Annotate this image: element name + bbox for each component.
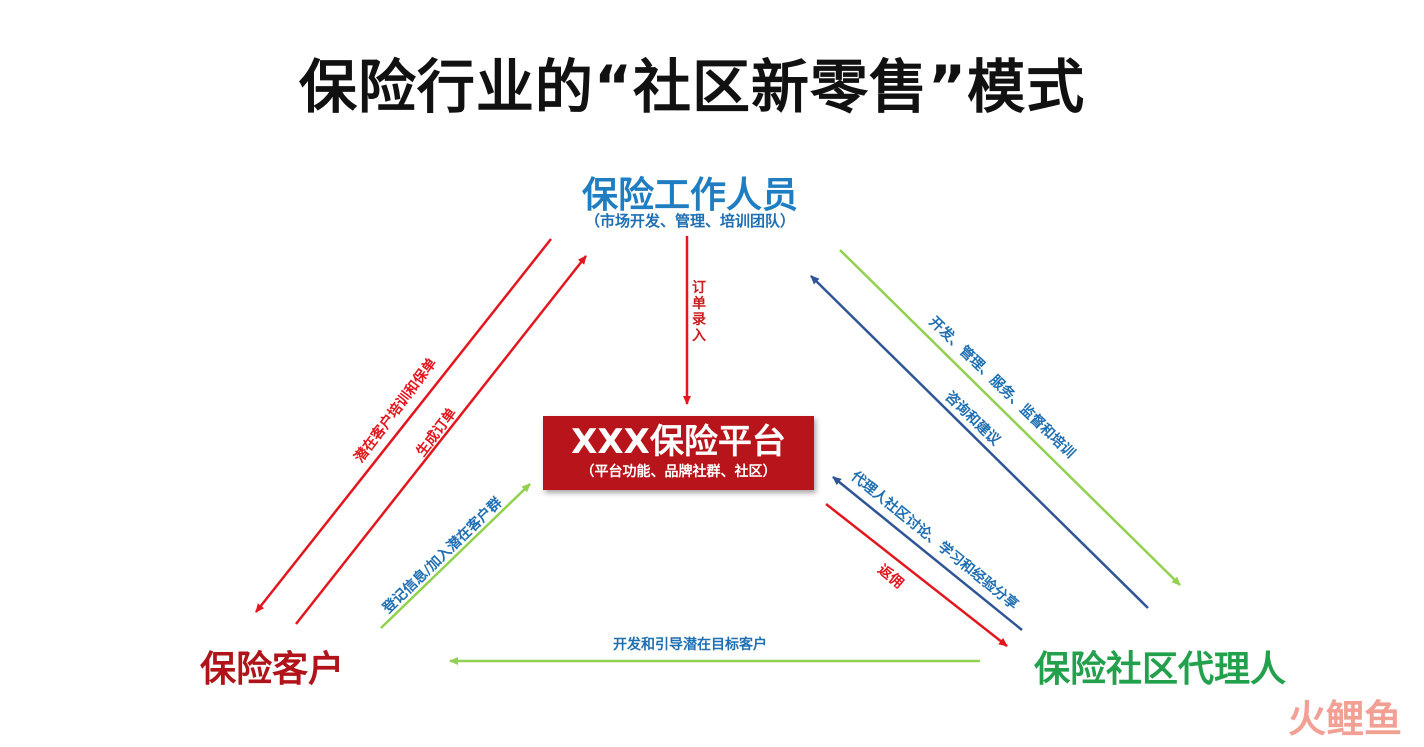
- arrow-customer-to-staff: [295, 255, 587, 625]
- node-platform-title: XXX保险平台: [571, 422, 786, 462]
- arrow-staff-to-agent: [839, 249, 1181, 586]
- node-platform-box: XXX保险平台 （平台功能、品牌社群、社区）: [543, 416, 814, 490]
- label-develop-guide: 开发和引导潜在目标客户: [613, 637, 767, 653]
- node-staff-title: 保险工作人员: [581, 175, 798, 216]
- arrow-staff-to-customer: [255, 238, 552, 613]
- arrow-platform-to-agent: [825, 503, 1008, 647]
- node-agent-title: 保险社区代理人: [1034, 649, 1287, 690]
- node-staff-subtitle: （市场开发、管理、培训团队）: [584, 212, 795, 230]
- arrow-customer-to-platform: [380, 483, 531, 629]
- label-order-entry: 订单录入: [692, 280, 706, 344]
- watermark-logo: 火鲤鱼: [1287, 697, 1402, 741]
- node-platform-subtitle: （平台功能、品牌社群、社区）: [580, 464, 777, 480]
- page-title: 保险行业的“社区新零售”模式: [298, 53, 1086, 121]
- arrow-agent-to-staff: [810, 275, 1149, 609]
- node-customer-title: 保险客户: [200, 649, 345, 690]
- arrow-agent-to-platform: [832, 476, 1023, 631]
